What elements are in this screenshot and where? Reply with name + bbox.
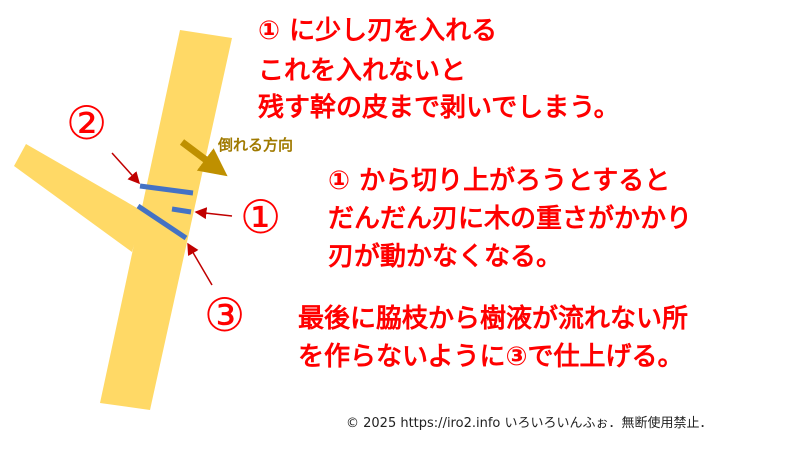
arrow-to-cut-1 [194,207,233,220]
note-top-line-1: ① に少し刃を入れる [258,16,498,46]
note-middle-line-1: ① から切り上がろうとすると [328,166,671,196]
arrow-to-cut-2 [111,152,141,185]
note-bottom-line-2: を作らないように③で仕上げる。 [298,342,684,372]
note-top-line-2: これを入れないと [258,56,467,86]
arrow-to-cut-3 [187,242,213,286]
copyright-notice: © 2025 https://iro2.info いろいろいんふぉ．無断使用禁止… [346,416,713,431]
marker-2: ② [66,96,108,150]
marker-3: ③ [204,288,246,342]
cut-1-line [171,206,192,215]
note-bottom-line-1: 最後に脇枝から樹液が流れない所 [298,304,689,334]
cut-3-line [136,203,188,241]
cut-2-line [139,183,194,196]
note-top-line-3: 残す幹の皮まで剥いでしまう。 [258,93,620,123]
marker-1: ① [240,190,282,244]
note-middle-line-3: 刃が動かなくなる。 [328,242,563,272]
fall-direction-arrow [179,139,228,177]
side-branch [14,144,144,252]
trunk [100,30,232,410]
note-middle-line-2: だんだん刃に木の重さがかかり [328,204,693,234]
fall-direction-label: 倒れる方向 [218,136,294,154]
